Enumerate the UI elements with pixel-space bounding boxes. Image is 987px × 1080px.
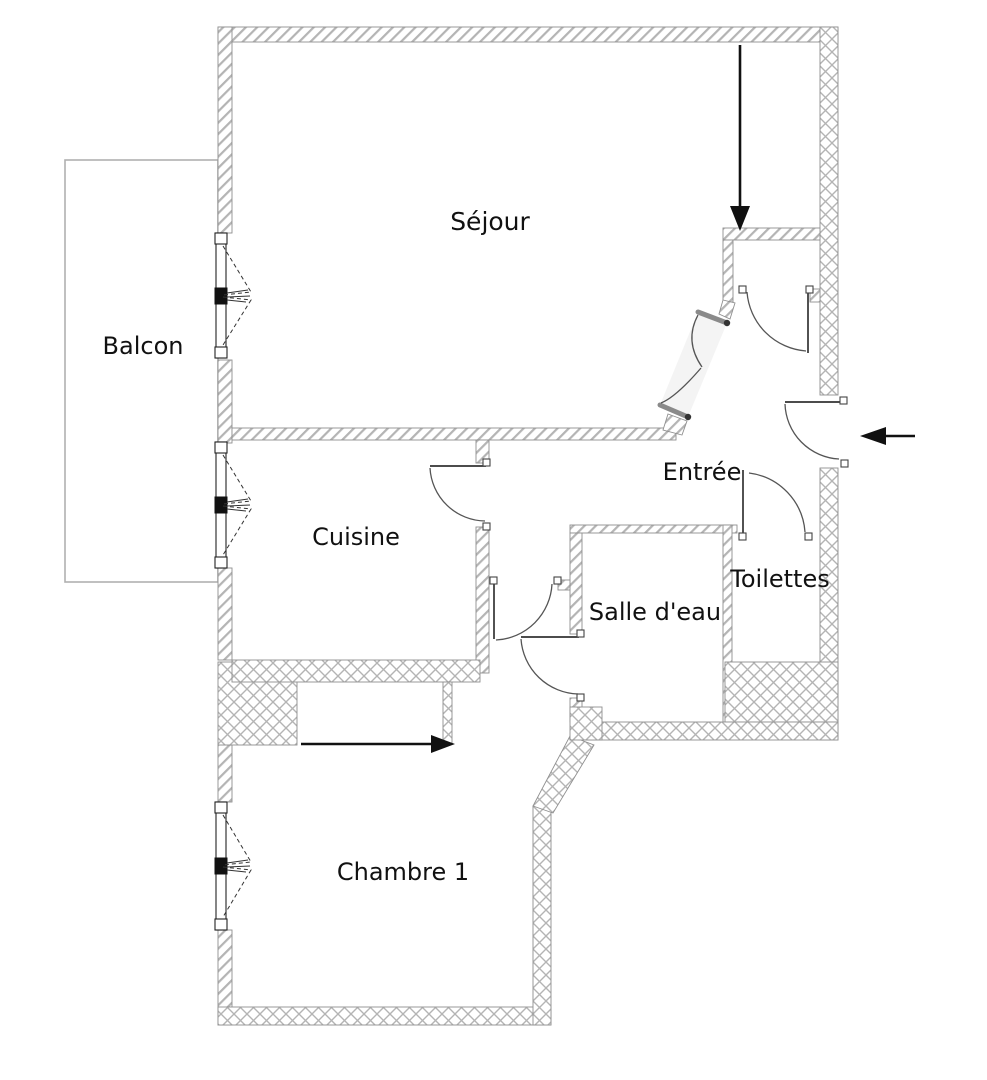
room-label-balcon: Balcon — [103, 332, 184, 360]
arrow-entry-door — [860, 427, 915, 445]
wall-south-strip — [577, 721, 839, 741]
window-cuisine — [214, 441, 252, 569]
wall-diagonal-stub-top — [718, 299, 736, 320]
room-label-entree: Entrée — [663, 458, 742, 486]
walls — [217, 26, 839, 1026]
window-center — [214, 857, 228, 875]
wall-salledeau-west-top — [569, 532, 583, 635]
door-cuisine — [429, 458, 491, 531]
wall-salledeau-north — [569, 524, 738, 534]
wall-niche-east-stub — [809, 288, 821, 303]
room-label-chambre1: Chambre 1 — [337, 858, 469, 886]
room-label-sejour: Séjour — [450, 207, 530, 236]
door-double-sejour — [657, 309, 731, 421]
wall-left-2 — [217, 359, 233, 444]
wall-left-3 — [217, 567, 233, 661]
wall-east-chambre — [532, 805, 552, 1026]
room-label-cuisine: Cuisine — [312, 523, 400, 551]
door-salledeau — [520, 629, 585, 702]
wall-corridor-stub — [557, 579, 571, 591]
wall-sejour-cuisine — [231, 427, 677, 441]
balcony-outline — [64, 159, 219, 583]
window-chambre — [214, 801, 252, 931]
hinge-dot — [723, 319, 731, 327]
room-label-salledeau: Salle d'eau — [589, 598, 721, 626]
wall-niche-west — [722, 239, 734, 303]
wall-diagonal-chambre — [532, 735, 595, 814]
arrow-into-sejour — [730, 45, 750, 231]
window-center — [214, 287, 228, 305]
wall-cuisine-east-bottom — [475, 526, 490, 674]
wall-left-4 — [217, 744, 233, 803]
door-toilettes — [738, 470, 813, 541]
wall-toilettes-south-block — [724, 661, 839, 723]
door-closet-niche — [738, 285, 814, 353]
window-sejour — [214, 232, 252, 359]
wall-block-finger — [442, 681, 453, 744]
wall-diagonal-stub-bottom — [662, 413, 688, 436]
wall-bottom-chambre — [217, 1006, 552, 1026]
window-center — [214, 496, 228, 514]
wall-block-top — [231, 659, 481, 683]
arrow-into-chambre — [301, 735, 455, 753]
wall-sw-corner — [569, 706, 603, 741]
wall-top — [217, 26, 839, 43]
room-label-toilettes: Toilettes — [729, 565, 829, 593]
wall-niche-top — [722, 227, 821, 241]
wall-left-1 — [217, 26, 233, 234]
hinge-dot — [684, 413, 692, 421]
wall-right-upper — [819, 26, 839, 396]
door-entrance — [784, 396, 849, 468]
door-corridor — [489, 576, 562, 641]
